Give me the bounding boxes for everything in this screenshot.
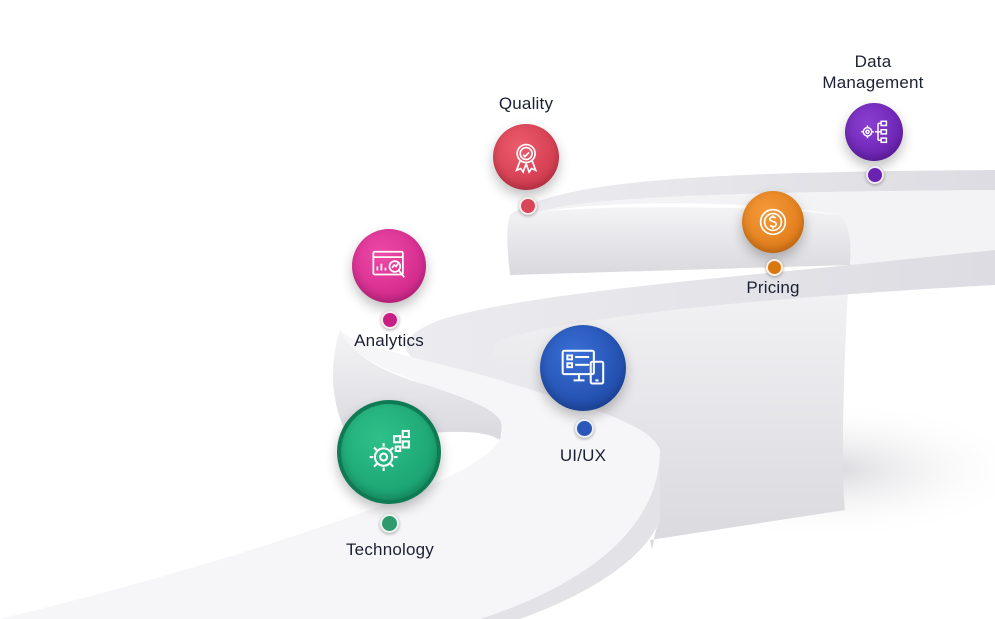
quality-badge-icon (514, 143, 538, 174)
uiux-dot (575, 419, 594, 438)
devices-icon (561, 349, 605, 385)
dollar-coin-icon (759, 208, 787, 236)
pricing-dot (766, 259, 783, 276)
technology-badge[interactable] (337, 400, 441, 504)
quality-dot (519, 197, 537, 215)
technology-dot (380, 514, 399, 533)
analytics-label: Analytics (354, 331, 424, 350)
data-management-label-line-1: Data (854, 52, 892, 71)
pricing-badge[interactable] (742, 191, 804, 253)
analytics-dot (381, 311, 399, 329)
road-wall-middle (406, 265, 850, 549)
analytics-chart-icon (372, 250, 405, 278)
data-management-badge[interactable] (845, 103, 903, 161)
data-management-dot (866, 166, 884, 184)
uiux-label: UI/UX (559, 446, 607, 465)
uiux-badge[interactable] (540, 325, 626, 411)
analytics-badge[interactable] (352, 229, 426, 303)
quality-label: Quality (498, 94, 554, 113)
gear-cubes-icon (369, 430, 411, 472)
road-top-front (0, 330, 660, 619)
road-inner-top (540, 190, 995, 265)
road-edge-front (480, 450, 660, 619)
data-management-icon (861, 120, 888, 144)
road-top-middle (406, 250, 995, 410)
data-management-label: Data Management (803, 51, 943, 93)
quality-badge[interactable] (493, 124, 559, 190)
pricing-label: Pricing (746, 278, 800, 297)
data-management-label-line-2: Management (822, 73, 924, 92)
technology-label: Technology (345, 540, 434, 559)
